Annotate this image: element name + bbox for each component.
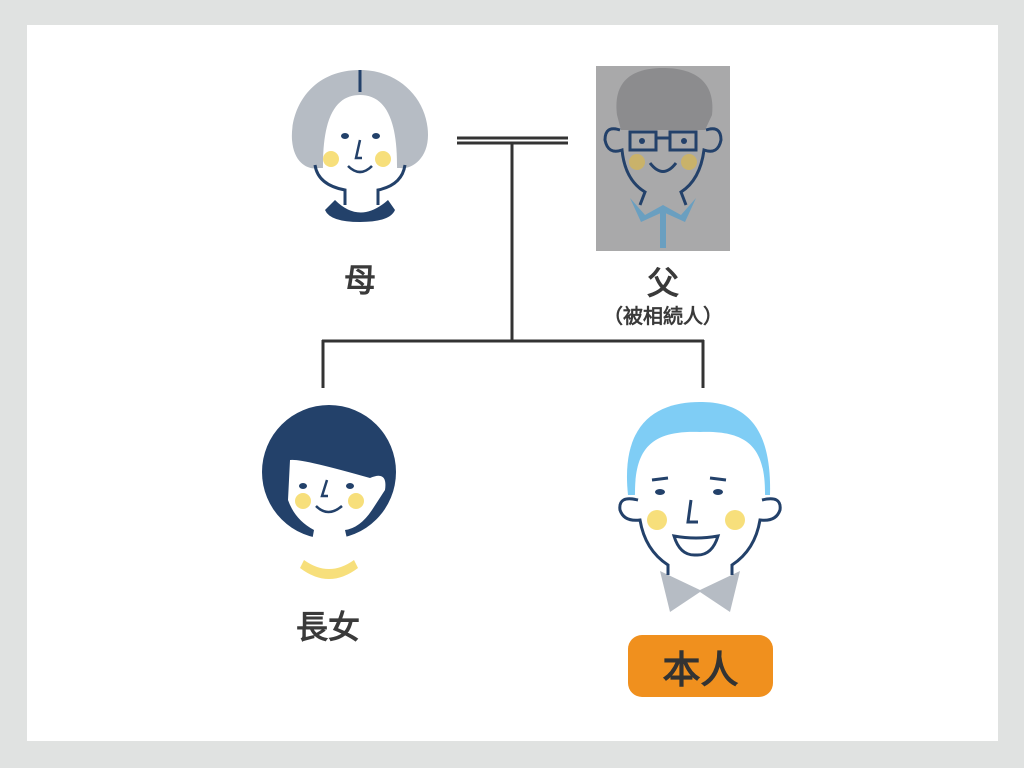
mother-icon bbox=[291, 70, 428, 222]
father-icon bbox=[596, 66, 730, 251]
eldest-daughter-label: 長女 bbox=[295, 608, 361, 646]
self-icon bbox=[618, 402, 782, 612]
father-note: （被相続人） bbox=[603, 304, 723, 328]
father-label: 父 bbox=[646, 264, 680, 302]
self-label: 本人 bbox=[662, 647, 739, 692]
mother-label: 母 bbox=[343, 261, 377, 299]
self-badge: 本人 bbox=[628, 635, 773, 697]
eldest-daughter-icon bbox=[262, 405, 396, 579]
